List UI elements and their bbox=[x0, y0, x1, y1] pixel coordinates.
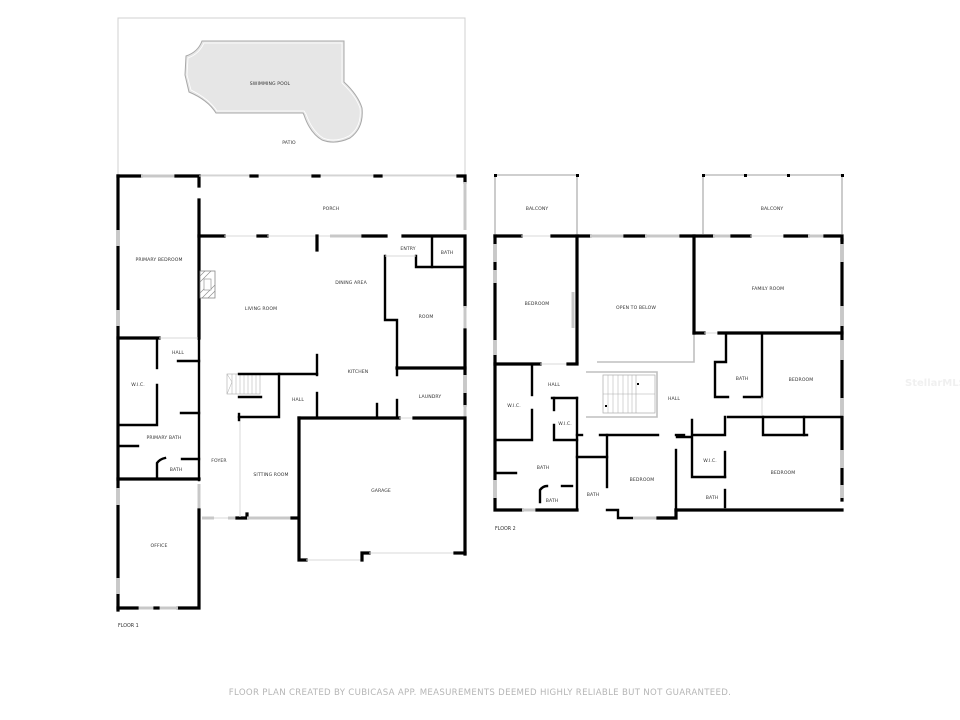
room-label: BATH bbox=[706, 495, 719, 501]
floor-2 bbox=[493, 174, 844, 520]
room-label: HALL bbox=[292, 397, 304, 403]
floor-2-labels: BALCONY BALCONY BEDROOM OPEN TO BELOW FA… bbox=[495, 206, 813, 532]
fireplace-icon bbox=[199, 270, 216, 299]
room-label: OPEN TO BELOW bbox=[616, 305, 656, 311]
room-label: LIVING ROOM bbox=[245, 306, 277, 312]
room-label: PATIO bbox=[282, 140, 296, 146]
room-label: PORCH bbox=[323, 206, 340, 212]
room-label: ENTRY bbox=[400, 246, 415, 252]
room-label: BATH bbox=[546, 498, 559, 504]
disclaimer-footer: FLOOR PLAN CREATED BY CUBICASA APP. MEAS… bbox=[228, 688, 732, 698]
room-label: W.I.C. bbox=[703, 458, 717, 464]
room-label: FAMILY ROOM bbox=[752, 286, 784, 292]
room-label: BEDROOM bbox=[789, 377, 814, 383]
room-label: ROOM bbox=[419, 314, 434, 320]
room-label: KITCHEN bbox=[348, 369, 369, 375]
room-label: BEDROOM bbox=[771, 470, 796, 476]
floor-1-label: FLOOR 1 bbox=[118, 623, 139, 629]
watermark: StellarMLS bbox=[905, 378, 960, 389]
swimming-pool-shape bbox=[184, 40, 363, 143]
room-label: HALL bbox=[668, 396, 680, 402]
floor-1 bbox=[116, 17, 467, 612]
room-label: PRIMARY BATH bbox=[147, 435, 182, 441]
room-label: HALL bbox=[548, 382, 560, 388]
room-label: GARAGE bbox=[371, 488, 391, 494]
room-label: PRIMARY BEDROOM bbox=[135, 257, 182, 263]
room-label: BATH bbox=[537, 465, 550, 471]
room-label: BEDROOM bbox=[525, 301, 550, 307]
room-label: BATH bbox=[441, 250, 454, 256]
room-label: BATH bbox=[587, 492, 600, 498]
room-label: W.I.C. bbox=[131, 382, 145, 388]
floor-1-labels: SWIMMING POOL PATIO PORCH PRIMARY BEDROO… bbox=[118, 81, 453, 629]
stairs-floor-1-icon bbox=[226, 373, 261, 395]
room-label: BALCONY bbox=[526, 206, 549, 212]
room-label: BATH bbox=[170, 467, 183, 473]
room-label: SWIMMING POOL bbox=[250, 81, 291, 87]
room-label: BALCONY bbox=[761, 206, 784, 212]
room-label: FOYER bbox=[211, 458, 227, 464]
room-label: BATH bbox=[736, 376, 749, 382]
room-label: SITTING ROOM bbox=[253, 472, 288, 478]
room-label: W.I.C. bbox=[558, 421, 572, 427]
room-label: W.I.C. bbox=[507, 403, 521, 409]
room-label: DINING AREA bbox=[335, 280, 367, 286]
floor-2-label: FLOOR 2 bbox=[495, 526, 516, 532]
room-label: BEDROOM bbox=[630, 477, 655, 483]
room-label: LAUNDRY bbox=[419, 394, 442, 400]
stairs-floor-2-icon bbox=[602, 374, 656, 414]
room-label: HALL bbox=[172, 350, 184, 356]
swimming-pool-coping bbox=[186, 42, 361, 141]
patio-outline bbox=[117, 17, 466, 176]
room-label: OFFICE bbox=[151, 543, 168, 549]
